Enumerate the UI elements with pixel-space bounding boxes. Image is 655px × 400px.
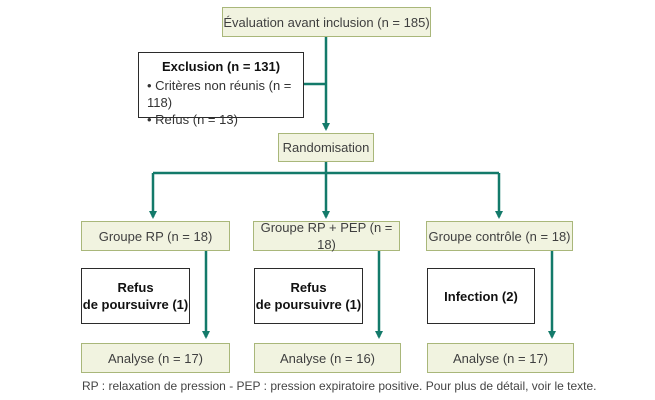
event-rp-line1: Refus xyxy=(117,280,154,295)
event-rp-pep-box: Refus de poursuivre (1) xyxy=(254,268,363,324)
group-rp-pep-box: Groupe RP + PEP (n = 18) xyxy=(253,220,400,252)
event-rp-pep-line1: Refus xyxy=(290,280,327,295)
event-control-box: Infection (2) xyxy=(427,268,535,324)
event-rp-box: Refus de poursuivre (1) xyxy=(81,268,190,324)
analysis-control-box: Analyse (n = 17) xyxy=(427,343,574,373)
exclusion-box: Exclusion (n = 131) Critères non réunis … xyxy=(138,52,304,127)
analysis-rp-box: Analyse (n = 17) xyxy=(81,343,230,373)
randomisation-box: Randomisation xyxy=(278,133,374,162)
exclusion-list: Critères non réunis (n = 118) Refus (n =… xyxy=(147,77,295,128)
event-rp-pep-line2: de poursuivre (1) xyxy=(255,297,362,312)
exclusion-item: Critères non réunis (n = 118) xyxy=(147,77,295,111)
event-control-line1: Infection (2) xyxy=(444,288,518,304)
exclusion-item: Refus (n = 13) xyxy=(147,111,295,128)
group-rp-box: Groupe RP (n = 18) xyxy=(81,221,230,251)
screening-box: Évaluation avant inclusion (n = 185) xyxy=(222,7,431,37)
event-rp-line2: de poursuivre (1) xyxy=(82,297,189,312)
analysis-rp-pep-box: Analyse (n = 16) xyxy=(254,343,401,373)
group-control-box: Groupe contrôle (n = 18) xyxy=(426,221,573,251)
exclusion-title: Exclusion (n = 131) xyxy=(161,59,281,74)
footnote: RP : relaxation de pression - PEP : pres… xyxy=(82,379,597,393)
